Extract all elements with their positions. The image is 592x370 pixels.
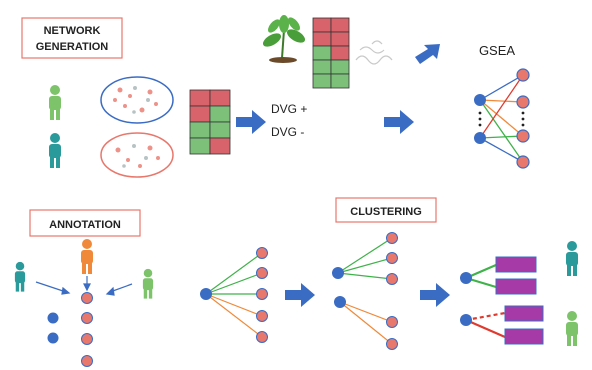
sample-ellipse-red — [100, 132, 174, 178]
gsea-network — [474, 68, 530, 169]
plant-icon — [262, 15, 306, 63]
person-teal-small-icon — [14, 261, 26, 292]
network-generation-label-line2: GENERATION — [36, 41, 109, 53]
person-green-small-icon — [142, 268, 154, 299]
clustered-network — [332, 232, 398, 350]
annotation-label: ANNOTATION — [49, 219, 121, 231]
person-green-result-icon — [566, 311, 578, 346]
arrow-to-gsea-icon — [415, 44, 440, 64]
network-generation-label-line1: NETWORK — [44, 25, 101, 37]
person-orange-icon — [81, 239, 93, 274]
clustering-label: CLUSTERING — [350, 206, 422, 218]
module-network — [460, 256, 544, 345]
person-teal-result-icon — [566, 241, 578, 276]
annotation-nodes — [47, 292, 93, 367]
plant-expression-heatmap — [312, 17, 350, 89]
arrow-to-gsea-network-icon — [384, 110, 414, 134]
network-generation-box: NETWORK GENERATION — [21, 17, 123, 59]
arrow-to-modules-icon — [420, 283, 450, 307]
gsea-label: GSEA — [479, 43, 515, 58]
annotation-pointer-arrows — [35, 276, 133, 296]
person-teal-icon — [49, 133, 61, 168]
person-green-icon — [49, 85, 61, 120]
expression-heatmap — [189, 89, 231, 155]
dvg-minus-label: DVG - — [271, 125, 304, 139]
arrow-to-clustering-icon — [285, 283, 315, 307]
clustering-box: CLUSTERING — [335, 197, 437, 223]
annotated-network — [200, 247, 268, 343]
annotation-box: ANNOTATION — [29, 209, 141, 237]
arrow-to-dvg-icon — [236, 110, 266, 134]
sample-ellipse-blue — [100, 76, 174, 124]
sequence-reads-graphic — [355, 40, 393, 65]
dvg-plus-label: DVG + — [271, 102, 307, 116]
